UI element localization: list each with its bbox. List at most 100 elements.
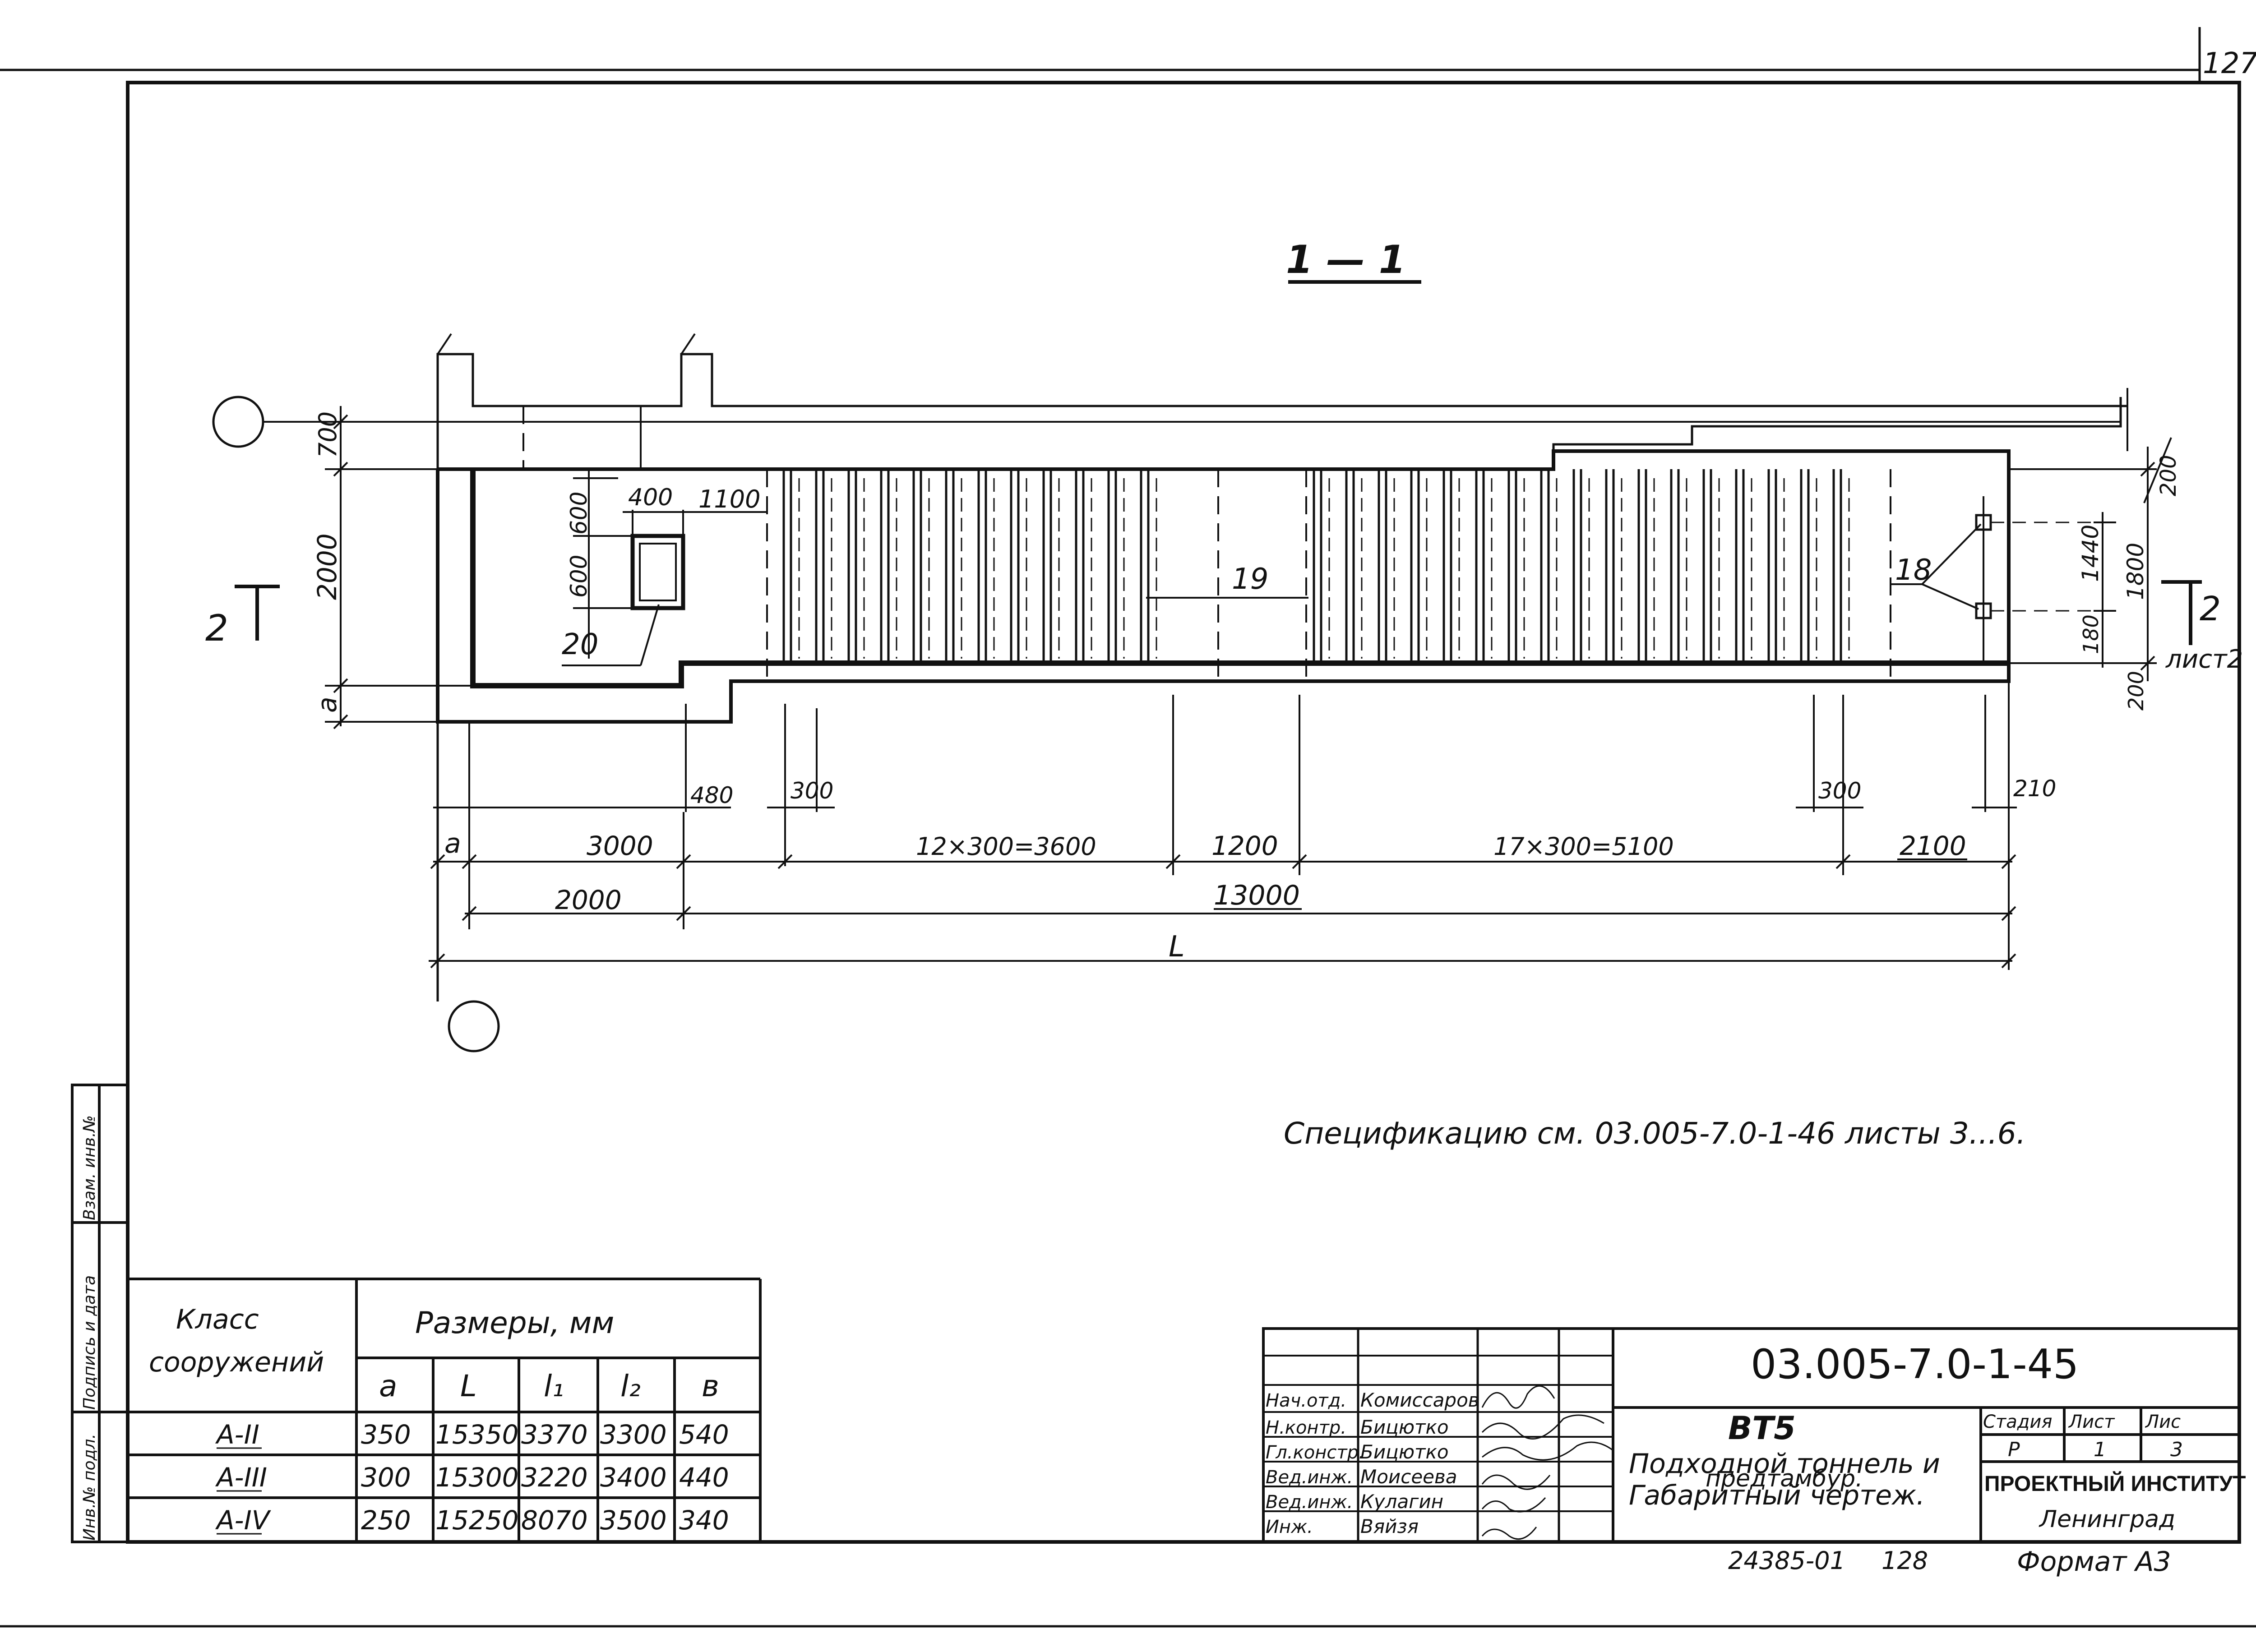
- callout-19: 19: [1232, 563, 1268, 596]
- table-row-class: A-II: [215, 1419, 259, 1450]
- dim-2000-bottom: 2000: [555, 885, 622, 915]
- section-title: 1 — 1: [1286, 237, 1406, 282]
- title-role: Нач.отд.: [1266, 1390, 1346, 1411]
- org-name: ПРОЕКТНЫЙ ИНСТИТУТ: [1984, 1471, 2246, 1496]
- embedded-parts: [1891, 496, 2098, 663]
- stage-header: Лис: [2145, 1412, 2181, 1432]
- rib-left: [847, 469, 865, 663]
- title-role: Гл.констр.: [1266, 1442, 1364, 1463]
- table-col-header: a: [379, 1369, 397, 1403]
- format-label: Формат А3: [2017, 1546, 2171, 1578]
- dim-a-left: a: [312, 697, 342, 713]
- dim-210: 210: [2013, 775, 2056, 802]
- rib-right: [1410, 469, 1428, 663]
- table-col-header: в: [702, 1369, 719, 1403]
- rib-left: [977, 469, 995, 663]
- dim-200-top: 200: [2156, 455, 2181, 496]
- title-role: Н.контр.: [1266, 1417, 1346, 1438]
- table-cell: 250: [361, 1505, 411, 1536]
- section-mark-right: [2161, 580, 2202, 645]
- rib-left: [1075, 469, 1092, 663]
- table-cell: 15250: [435, 1505, 519, 1536]
- title-role: Вед.инж.: [1266, 1492, 1353, 1513]
- bottom-num: 128: [1882, 1546, 1928, 1575]
- table-cell: 300: [361, 1462, 411, 1493]
- rib-right: [1670, 469, 1687, 663]
- section-mark-right-label: 2: [2200, 590, 2221, 628]
- stamp-podpis: Подпись и дата: [80, 1275, 99, 1410]
- title-block: [1262, 1327, 2241, 1543]
- dim-1440: 1440: [2077, 525, 2103, 582]
- dim-600-top: 600: [566, 492, 592, 535]
- tunnel-outer-wall: [436, 449, 2011, 724]
- doc-title-l2: Габаритный чертеж.: [1629, 1480, 1925, 1511]
- section-mark-right-ref: лист2: [2165, 645, 2243, 674]
- dim-300-left: 300: [791, 778, 833, 804]
- left-vertical-dims: [325, 406, 473, 729]
- table-row-class: A-IV: [215, 1505, 272, 1536]
- rib-right: [1378, 469, 1395, 663]
- dim-180: 180: [2079, 614, 2103, 654]
- rib-right: [1800, 469, 1817, 663]
- rib-left: [1140, 469, 1157, 663]
- title-name: Вяйзя: [1360, 1515, 1419, 1537]
- size-table: [128, 1278, 762, 1542]
- rib-right: [1313, 469, 1330, 663]
- top-slab: [436, 353, 2127, 469]
- rib-left: [1010, 469, 1027, 663]
- dim-17x300: 17×300=5100: [1493, 832, 1674, 861]
- rib-right: [1442, 469, 1460, 663]
- table-row-class: A-III: [215, 1462, 267, 1493]
- callout-20: 20: [562, 628, 598, 661]
- rib-right: [1572, 469, 1590, 663]
- dim-2100: 2100: [1900, 831, 1966, 861]
- dim-400: 400: [628, 484, 673, 511]
- rib-right: [1767, 469, 1785, 663]
- axis-markers: [212, 396, 500, 1052]
- dim-700: 700: [314, 411, 342, 458]
- dim-3000: 3000: [587, 831, 653, 861]
- title-role: Инж.: [1266, 1517, 1313, 1537]
- table-cell: 350: [361, 1419, 411, 1450]
- table-cell: 15300: [435, 1462, 519, 1493]
- doc-mark: ВТ5: [1728, 1410, 1796, 1447]
- dim-12x300: 12×300=3600: [916, 832, 1096, 861]
- stamp-inv-podl: Инв.№ подл.: [80, 1434, 99, 1541]
- tunnel-section: [338, 333, 2128, 724]
- table-cell: 540: [679, 1419, 729, 1450]
- table-cell: 3370: [521, 1419, 588, 1450]
- table-col-header: l₂: [620, 1369, 641, 1403]
- signatures: [1481, 1385, 1613, 1540]
- rib-right: [1735, 469, 1752, 663]
- rib-left: [1107, 469, 1125, 663]
- ribs-right-group: [1313, 469, 1850, 663]
- rib-right: [1475, 469, 1493, 663]
- rib-left: [782, 469, 800, 663]
- title-name: Комиссаров: [1360, 1389, 1479, 1411]
- wall-opening: [562, 469, 767, 666]
- title-name: Кулагин: [1360, 1490, 1443, 1513]
- tunnel-inner-line: [470, 469, 2009, 688]
- table-header-class-l1: Класс: [176, 1304, 259, 1335]
- dim-13000: 13000: [1214, 880, 1300, 911]
- dim-1800: 1800: [2122, 543, 2149, 600]
- rib-right: [1637, 469, 1655, 663]
- bottom-code: 24385-01: [1728, 1546, 1845, 1575]
- sheet-frame: [0, 27, 2256, 1628]
- rib-right: [1832, 469, 1850, 663]
- rib-right: [1605, 469, 1623, 663]
- doc-title-small: предтамбур.: [1706, 1465, 1863, 1492]
- axis-circle-bottom: [448, 1000, 500, 1052]
- title-role: Вед.инж.: [1266, 1467, 1353, 1488]
- table-cell: 440: [679, 1462, 729, 1493]
- axis-circle-top: [212, 396, 264, 448]
- spec-note: Спецификацию см. 03.005-7.0-1-46 листы 3…: [1284, 1116, 2026, 1151]
- dim-600-bottom: 600: [566, 555, 592, 598]
- page-number: 127: [2203, 47, 2256, 80]
- table-header-class: Класс сооружений: [149, 1304, 324, 1378]
- title-name: Бицютко: [1360, 1416, 1449, 1438]
